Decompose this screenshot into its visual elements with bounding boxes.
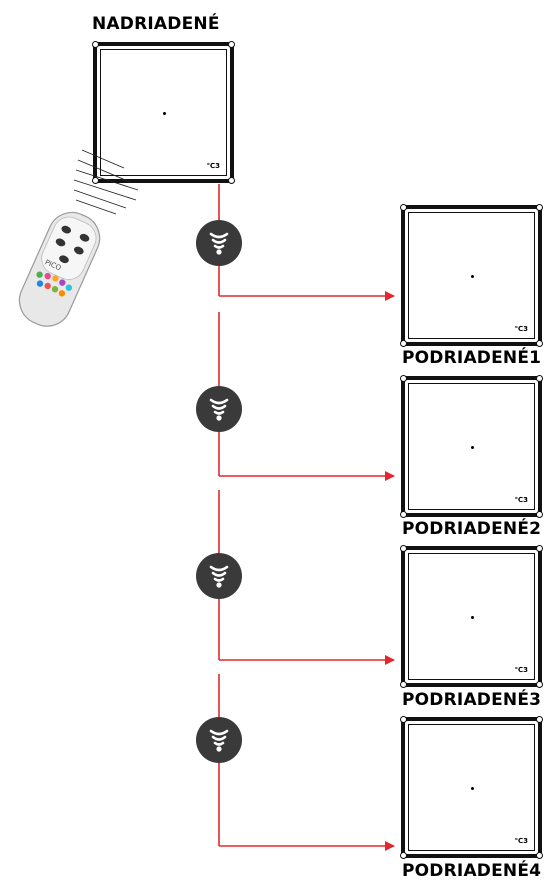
slave-label-1: PODRIADENÉ1	[402, 348, 542, 368]
panel-logo: ℃3	[206, 162, 220, 170]
slave-label-2: PODRIADENÉ2	[402, 519, 542, 539]
wireless-signal-icon	[196, 386, 242, 432]
wireless-signal-icon	[196, 220, 242, 266]
panel-logo: ℃3	[514, 496, 528, 504]
panel-center-dot	[470, 445, 474, 449]
master-label: NADRIADENÉ	[92, 14, 220, 34]
slave-label-3: PODRIADENÉ3	[402, 690, 542, 710]
panel-center-dot	[162, 111, 166, 115]
slave-label-4: PODRIADENÉ4	[402, 861, 542, 881]
wireless-signal-icon	[196, 717, 242, 763]
slave-thermostat-panel-1[interactable]: ℃3	[400, 204, 543, 347]
panel-logo: ℃3	[514, 837, 528, 845]
slave-thermostat-panel-4[interactable]: ℃3	[400, 716, 543, 859]
slave-thermostat-panel-2[interactable]: ℃3	[400, 375, 543, 518]
panel-logo: ℃3	[514, 666, 528, 674]
panel-logo: ℃3	[514, 325, 528, 333]
master-thermostat-panel[interactable]: ℃3	[92, 41, 235, 184]
wireless-signal-icon	[196, 553, 242, 599]
panel-center-dot	[470, 274, 474, 278]
slave-thermostat-panel-3[interactable]: ℃3	[400, 545, 543, 688]
remote-control-icon[interactable]: PICO	[4, 206, 114, 331]
panel-center-dot	[470, 786, 474, 790]
panel-center-dot	[470, 615, 474, 619]
